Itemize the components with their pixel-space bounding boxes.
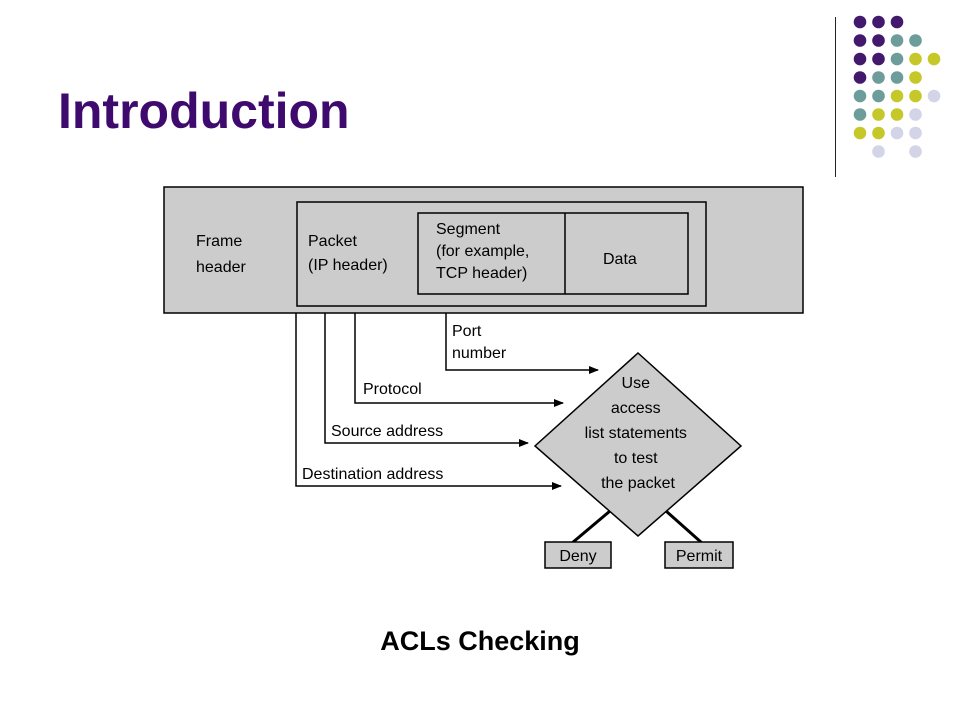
segment-line-2: (for example, [436, 243, 529, 260]
port-number-line-2: number [452, 345, 507, 362]
destination-address-arrow [295, 313, 562, 490]
decision-text: Use access list statements to test the p… [585, 375, 692, 492]
decorative-dot [927, 52, 941, 66]
figure-caption: ACLs Checking [380, 626, 580, 656]
decorative-dot [909, 126, 922, 140]
port-number-line-1: Port [452, 323, 482, 340]
decorative-dot [853, 71, 867, 84]
decorative-dot [909, 108, 922, 121]
decision-line-2: access [611, 400, 661, 417]
decorative-dot [909, 145, 922, 158]
frame-header-label: Frame header [196, 233, 247, 276]
decorative-dot [853, 15, 867, 29]
decorative-dot [927, 89, 941, 103]
decorative-dot [872, 52, 885, 66]
decision-line-4: to test [614, 450, 658, 467]
deny-branch-line [571, 509, 611, 545]
decorative-dot [872, 15, 885, 29]
permit-label: Permit [676, 548, 723, 565]
port-number-arrow [445, 313, 599, 374]
deny-box [544, 541, 612, 569]
decision-line-1: Use [622, 375, 651, 392]
decorative-dot [853, 126, 867, 140]
source-address-arrow [324, 313, 529, 447]
segment-label: Segment (for example, TCP header) [436, 221, 534, 282]
decorative-dot [853, 34, 867, 47]
decorative-dot [909, 52, 922, 66]
decorative-dot [909, 89, 922, 103]
decorative-dot [872, 108, 885, 121]
decorative-dot [872, 89, 885, 103]
decorative-dot [890, 71, 904, 84]
source-address-label: Source address [331, 423, 443, 440]
packet-label: Packet (IP header) [308, 233, 388, 274]
decorative-dot [890, 15, 904, 29]
permit-box [664, 541, 734, 569]
decorative-dot [890, 89, 904, 103]
decorative-dot [909, 34, 922, 47]
packet-line-2: (IP header) [308, 257, 388, 274]
decorative-dot [890, 52, 904, 66]
decision-diamond [533, 351, 743, 537]
protocol-arrow [354, 313, 564, 407]
decorative-dot [853, 52, 867, 66]
port-number-label: Port number [452, 323, 507, 362]
decorative-dot [853, 89, 867, 103]
frame-header-line-2: header [196, 259, 246, 276]
decision-line-5: the packet [601, 475, 675, 492]
decorative-dot [872, 145, 885, 158]
decorative-dot [853, 108, 867, 121]
destination-address-label: Destination address [302, 466, 443, 483]
segment-line-1: Segment [436, 221, 501, 238]
decorative-dot-grid [853, 15, 941, 158]
decorative-dot [872, 71, 885, 84]
decorative-dot [909, 71, 922, 84]
decorative-dot [890, 108, 904, 121]
deny-label: Deny [559, 548, 596, 565]
permit-branch-line [665, 509, 703, 545]
decorative-dot [872, 126, 885, 140]
decorative-dot [890, 126, 904, 140]
data-label: Data [603, 251, 637, 268]
segment-line-3: TCP header) [436, 265, 527, 282]
packet-line-1: Packet [308, 233, 357, 250]
segment-box [417, 212, 689, 295]
frame-header-line-1: Frame [196, 233, 242, 250]
title-divider [835, 17, 836, 177]
protocol-label: Protocol [363, 381, 422, 398]
slide-title: Introduction [58, 83, 350, 139]
decorative-dot [890, 34, 904, 47]
decorative-dot [872, 34, 885, 47]
decision-line-3: list statements [585, 425, 687, 442]
